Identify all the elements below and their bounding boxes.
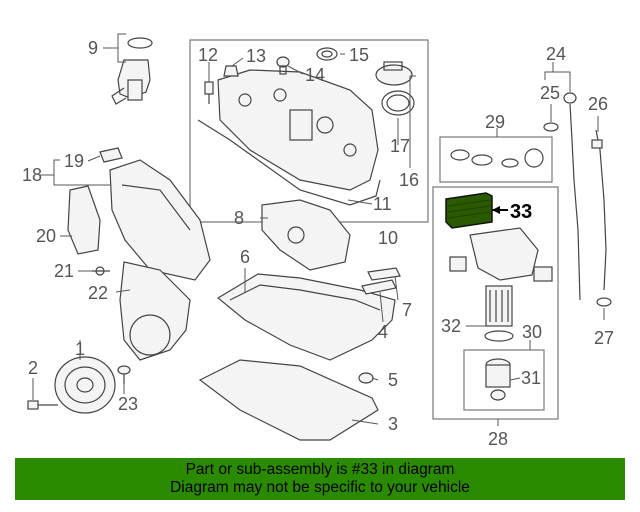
part-17-seal[interactable] (381, 90, 415, 116)
callout-8: 8 (234, 208, 244, 228)
callout-24: 24 (546, 44, 566, 64)
part-11-valve-cover[interactable] (197, 69, 381, 206)
callout-14: 14 (305, 65, 325, 85)
callout-11: 11 (373, 194, 392, 214)
part-25-seal[interactable] (543, 122, 559, 132)
part-13-bolt[interactable] (223, 65, 239, 77)
part-14-sensor[interactable] (276, 56, 290, 75)
callout-1: 1 (75, 339, 85, 359)
valve-cover-group-box (189, 39, 429, 223)
banner-line-2: Diagram may not be specific to your vehi… (170, 479, 470, 496)
filter-housing-box-28 (432, 186, 559, 420)
part-12-bolt[interactable] (204, 81, 214, 104)
part-9-oil-level-sensor[interactable] (111, 37, 153, 105)
part-3-lower-oil-pan[interactable] (198, 359, 379, 441)
part-2-pulley-bolt[interactable] (27, 400, 58, 410)
callout-32: 32 (441, 316, 461, 336)
callout-7: 7 (402, 300, 412, 320)
part-5-drain-plug[interactable] (358, 372, 374, 384)
callout-12: 12 (198, 45, 218, 65)
gasket-kit-box-29 (439, 136, 553, 183)
part-16-oil-filler-cap[interactable] (375, 61, 413, 86)
part-27-seal[interactable] (596, 297, 612, 307)
banner-line-1: Part or sub-assembly is #33 in diagram (185, 461, 455, 478)
callout-20: 20 (36, 226, 56, 246)
callout-6: 6 (240, 247, 250, 267)
part-26-dipstick-tube[interactable] (591, 129, 607, 291)
part-7-bracket[interactable] (367, 267, 401, 281)
callout-23: 23 (118, 394, 138, 414)
callout-30: 30 (522, 322, 542, 342)
callout-31: 31 (521, 368, 541, 388)
part-33-oil-cooler[interactable] (445, 192, 493, 229)
part-20-cover[interactable] (67, 185, 101, 255)
part-4-baffle[interactable] (361, 279, 397, 295)
callout-29: 29 (485, 112, 505, 132)
callout-25: 25 (540, 83, 560, 103)
callout-15: 15 (349, 45, 369, 65)
part-15-seal[interactable] (316, 47, 338, 61)
callout-13: 13 (246, 46, 266, 66)
part-31-filter-cap[interactable] (485, 358, 511, 401)
part-1-crankshaft-pulley[interactable] (54, 356, 116, 414)
callout-4: 4 (378, 322, 388, 342)
part-19-bracket[interactable] (99, 147, 123, 163)
part-24-dipstick[interactable] (563, 92, 581, 301)
notice-banner: Part or sub-assembly is #33 in diagram D… (15, 458, 625, 500)
callout-33-highlighted: 33 (510, 201, 532, 223)
callout-18: 18 (22, 165, 42, 185)
callout-22: 22 (88, 283, 108, 303)
part-32-oil-filter[interactable] (484, 285, 514, 342)
callout-5: 5 (388, 370, 398, 390)
callout-9: 9 (88, 38, 98, 58)
callout-21: 21 (54, 261, 74, 281)
callout-2: 2 (28, 358, 38, 378)
callout-3: 3 (388, 414, 398, 434)
callout-10: 10 (378, 228, 398, 248)
callout-28: 28 (488, 429, 508, 449)
callout-26: 26 (588, 94, 608, 114)
parts-diagram: 1 2 3 4 5 6 7 8 9 10 11 12 13 14 15 16 1… (22, 33, 614, 449)
part-18-timing-cover[interactable] (109, 159, 211, 281)
callout-19: 19 (64, 151, 84, 171)
part-23-bolt[interactable] (117, 365, 131, 384)
part-21-bolt[interactable] (92, 266, 110, 276)
part-28-filter-housing[interactable] (449, 227, 553, 282)
callout-27: 27 (594, 328, 614, 348)
part-8-oil-pump[interactable] (261, 199, 351, 271)
callout-17: 17 (390, 136, 410, 156)
callout-labels: 1 2 3 4 5 6 7 8 9 10 11 12 13 14 15 16 1… (22, 38, 614, 449)
part-6-upper-oil-pan[interactable] (216, 273, 396, 361)
callout-16: 16 (399, 170, 419, 190)
part-22-lower-cover[interactable] (119, 261, 191, 361)
leader-lines (32, 33, 605, 426)
